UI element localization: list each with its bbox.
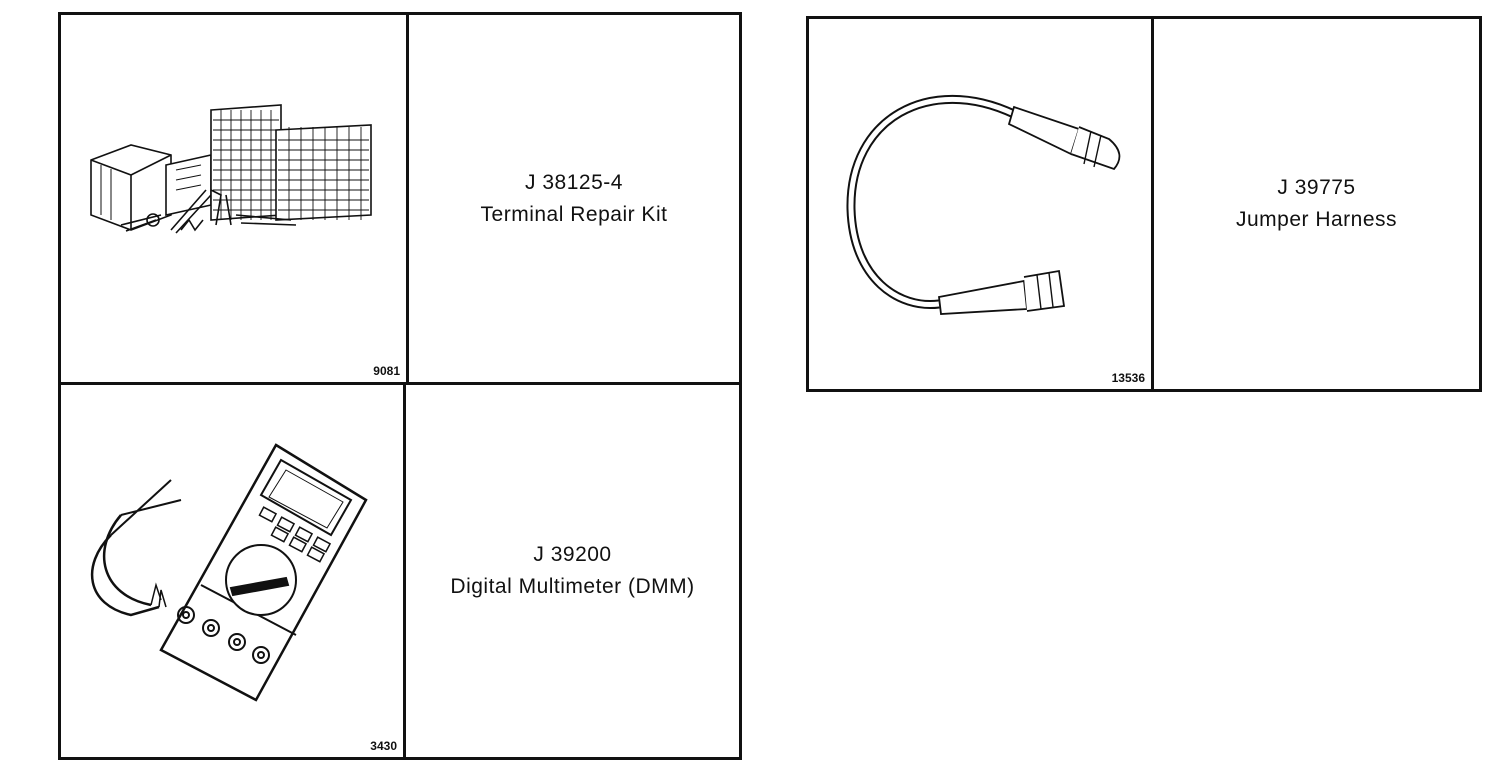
terminal-repair-kit-icon bbox=[90, 104, 372, 234]
tool-image-cell-terminal-repair-kit: 9081 bbox=[61, 15, 409, 385]
jumper-harness-icon bbox=[846, 94, 1121, 315]
figure-number: 3430 bbox=[370, 739, 397, 753]
figure-number: 13536 bbox=[1111, 371, 1145, 385]
tool-name: Digital Multimeter (DMM) bbox=[450, 575, 695, 598]
tool-number: J 39200 bbox=[533, 543, 612, 566]
tool-label-cell-terminal-repair-kit: J 38125-4 Terminal Repair Kit bbox=[409, 15, 739, 385]
tool-number: J 38125-4 bbox=[525, 170, 623, 194]
tool-table-left: 9081 J 38125-4 Terminal Repair Kit bbox=[58, 12, 742, 760]
tool-image-cell-jumper-harness: 13536 bbox=[809, 19, 1154, 389]
tool-image-cell-digital-multimeter: 3430 bbox=[61, 385, 406, 757]
tool-label-cell-jumper-harness: J 39775 Jumper Harness bbox=[1154, 19, 1479, 389]
tool-label-cell-digital-multimeter: J 39200 Digital Multimeter (DMM) bbox=[406, 385, 739, 757]
digital-multimeter-icon bbox=[90, 443, 368, 702]
tool-name: Jumper Harness bbox=[1235, 208, 1398, 231]
figure-number: 9081 bbox=[373, 364, 400, 378]
tool-number: J 39775 bbox=[1277, 176, 1356, 199]
tool-name: Terminal Repair Kit bbox=[480, 202, 668, 226]
tool-table-right: 13536 J 39775 Jumper Harness bbox=[806, 16, 1482, 392]
